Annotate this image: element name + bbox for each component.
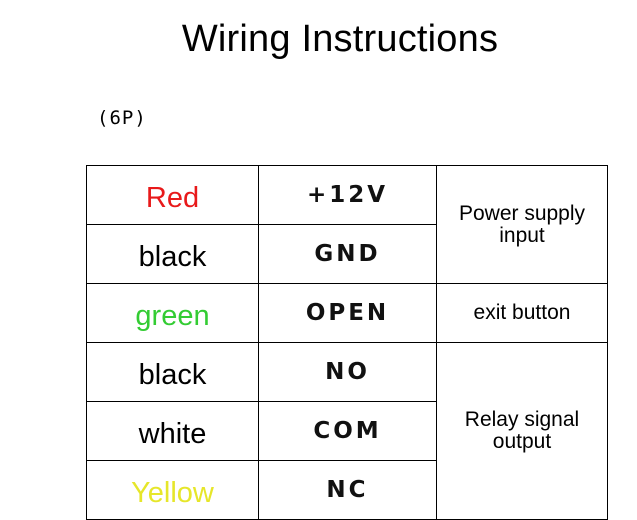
function-label: output <box>492 430 552 453</box>
wiring-table: Red +12V Power supply input black GND gr… <box>86 165 608 520</box>
function-label: exit button <box>473 301 571 324</box>
connector-label: (6P) <box>97 107 147 129</box>
pin-cell: GND <box>258 224 437 284</box>
table-row: black GND <box>86 224 608 284</box>
table-row: Red +12V Power supply input <box>86 165 608 284</box>
table-row: green OPEN exit button <box>86 283 608 343</box>
wire-color-cell: Red <box>86 165 259 225</box>
pin-cell: OPEN <box>258 283 437 343</box>
function-cell-exit: exit button <box>436 283 608 343</box>
function-cell-relay: Relay signal output <box>436 342 608 520</box>
wire-color-cell: white <box>86 401 259 461</box>
pin-cell: +12V <box>258 165 437 225</box>
table-row: Yellow NC <box>86 460 608 520</box>
wire-color-cell: green <box>86 283 259 343</box>
function-label: input <box>499 223 545 247</box>
pin-cell: COM <box>258 401 437 461</box>
wire-color-cell: Yellow <box>86 460 259 520</box>
wire-color-cell: black <box>86 224 259 284</box>
pin-cell: NO <box>258 342 437 402</box>
function-label: Power supply <box>458 201 586 225</box>
page-title: Wiring Instructions <box>181 18 499 60</box>
table-row: black NO Relay signal output <box>86 342 608 520</box>
pin-cell: NC <box>258 460 437 520</box>
wire-color-cell: black <box>86 342 259 402</box>
function-label: Relay signal <box>464 408 580 431</box>
function-cell-power: Power supply input <box>436 165 608 284</box>
